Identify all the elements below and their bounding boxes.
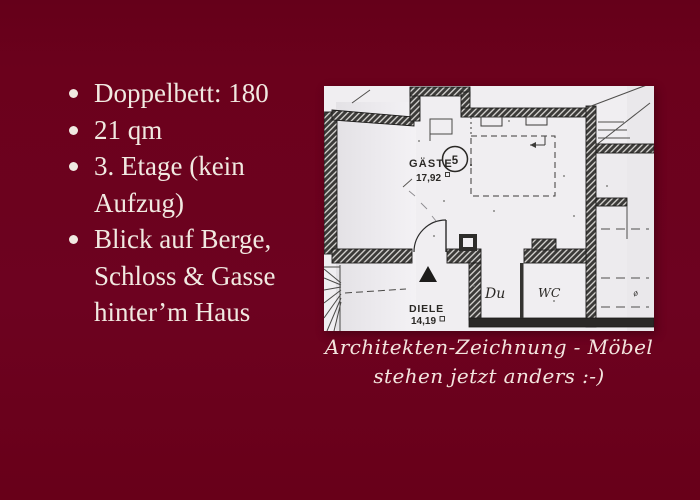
neighbor-area-lines: [351, 86, 651, 308]
bullet-text-line: Schloss & Gasse: [94, 260, 276, 291]
room-label: GÄSTE: [409, 157, 453, 170]
hall-area: 14,19: [411, 316, 436, 327]
bullet-dot-icon: [69, 89, 78, 98]
bullet-text-line: 3. Etage (kein: [94, 151, 245, 181]
du-wc-divider: [520, 263, 524, 318]
room-area: 17,92: [416, 173, 441, 184]
scan-specks: [418, 120, 608, 302]
bullet-dot-icon: [69, 235, 78, 244]
caption-line: Architekten-Zeichnung - Möbel: [324, 335, 654, 359]
bullet-text-line: hinter’m Haus: [94, 297, 251, 327]
room-number-circle-icon: [441, 145, 469, 173]
bullet-list: Doppelbett: 180 21 qm 3. Etage (kein Auf…: [69, 75, 329, 331]
floor-plan-image: GÄSTE 5 17,92 DIELE 14,19 Du WC ø: [324, 86, 654, 331]
bullet-item-etage: 3. Etage (kein Aufzug): [69, 148, 329, 221]
bullet-text-line: Blick auf Berge,: [94, 224, 272, 254]
sink-fixture: [459, 234, 477, 251]
walls-group: [324, 86, 654, 328]
bottom-wall: [468, 317, 654, 328]
caption: Architekten-Zeichnung - Möbel stehen jet…: [322, 333, 656, 390]
bullet-item-doppelbett: Doppelbett: 180: [69, 75, 329, 112]
closet-outline: [429, 118, 453, 141]
bullet-dot-icon: [69, 125, 78, 135]
bullet-dot-icon: [69, 162, 78, 171]
stairs-group: [324, 265, 407, 331]
bullet-text-line: Aufzug): [94, 187, 184, 218]
bullet-item-blick: Blick auf Berge, Schloss & Gasse hinter’…: [69, 221, 329, 331]
door-arc: [413, 219, 447, 253]
hall-label: DIELE: [409, 303, 444, 315]
room-number: 5: [452, 155, 459, 167]
bullet-text-line: 21 qm: [94, 114, 163, 145]
wc-label: WC: [538, 285, 561, 300]
bed-outline: [470, 116, 556, 197]
shower-label: Du: [484, 286, 505, 302]
triangle-marker: [419, 266, 437, 282]
bullet-item-qm: 21 qm: [69, 112, 329, 149]
caption-line: stehen jetzt anders :-): [373, 363, 605, 388]
scan-noise: [402, 178, 437, 222]
bullet-text-line: Doppelbett: 180: [94, 78, 269, 108]
door-mark: ø: [631, 288, 640, 299]
